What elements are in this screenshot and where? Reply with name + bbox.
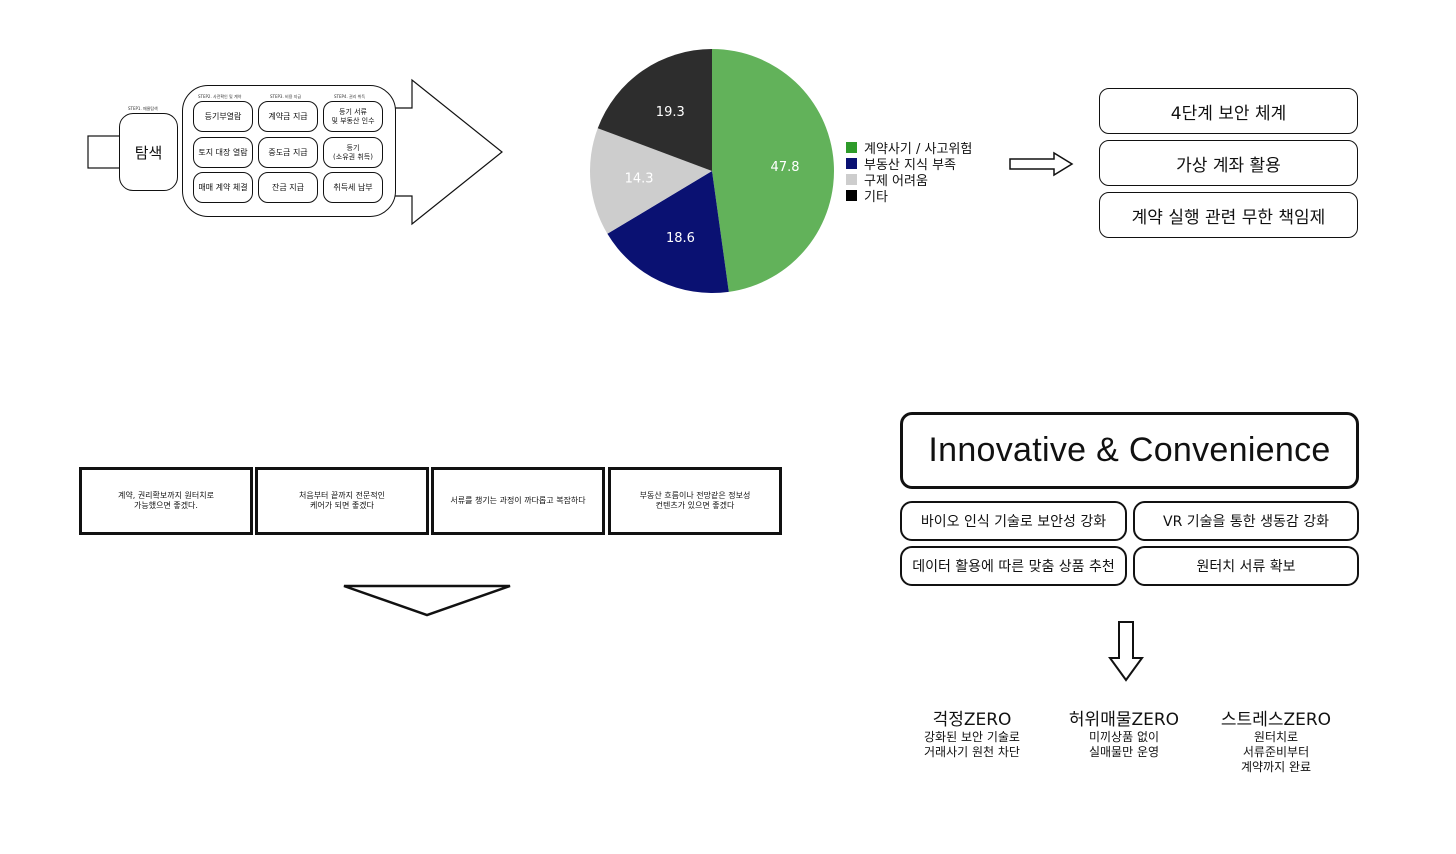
step-cell-deposit: 계약금 지급 xyxy=(258,101,318,132)
zero-line: 계약까지 완료 xyxy=(1240,760,1312,774)
search-label: 탐색 xyxy=(134,143,163,162)
pie-value-label: 47.8 xyxy=(771,160,800,175)
step-cell-registry: 등기부열람 xyxy=(193,101,253,132)
process-flow-shapes xyxy=(87,78,503,226)
zero-line: 서류준비부터 xyxy=(1242,745,1310,759)
legend-label: 부동산 지식 부족 xyxy=(864,157,956,173)
innovation-title: Innovative & Convenience xyxy=(928,431,1331,469)
solution-liability: 계약 실행 관련 무한 책임제 xyxy=(1099,192,1358,238)
feature-bio: 바이오 인식 기술로 보안성 강화 xyxy=(900,501,1127,541)
zero-line: 거래사기 원천 차단 xyxy=(924,745,1020,759)
step-cell-contract: 매매 계약 체결 xyxy=(193,172,253,203)
zero-line: 강화된 보안 기술로 xyxy=(924,730,1020,744)
need-expert-care: 처음부터 끝까지 전문적인 케어가 되면 좋겠다 xyxy=(255,467,429,535)
legend-item: 부동산 지식 부족 xyxy=(846,155,972,173)
pie-slice xyxy=(597,49,712,171)
pie-legend: 계약사기 / 사고위험 부동산 지식 부족 구제 어려움 기타 xyxy=(846,139,973,205)
zero-title: 걱정ZERO xyxy=(932,710,1012,730)
legend-swatch xyxy=(846,141,857,153)
zero-title: 허위매물ZERO xyxy=(1068,710,1180,730)
step-cell-handover: 등기 서류 및 부동산 인수 xyxy=(323,101,383,132)
down-arrow-icon xyxy=(1108,621,1144,682)
feature-vr: VR 기술을 통한 생동감 강화 xyxy=(1133,501,1359,541)
step-cell-tax: 취득세 납부 xyxy=(323,172,383,203)
feature-one-touch: 원터치 서류 확보 xyxy=(1133,546,1359,586)
zero-stress: 스트레스ZERO 원터치로 서류준비부터 계약까지 완료 xyxy=(1206,705,1346,775)
need-documents: 서류를 챙기는 과정이 까다롭고 복잡하다 xyxy=(431,467,605,535)
need-one-touch: 계약, 권리확보까지 원터치로 가능했으면 좋겠다. xyxy=(79,467,253,535)
step-cell-interim: 중도금 지급 xyxy=(258,137,318,168)
legend-swatch xyxy=(846,189,857,201)
pie-chart: 47.8 18.6 14.3 19.3 xyxy=(590,49,834,293)
pie-value-label: 18.6 xyxy=(666,231,695,246)
zero-line: 실매물만 운영 xyxy=(1088,745,1160,759)
pie-slice xyxy=(590,128,712,234)
step1-label: STEP1. 매물탐색 xyxy=(128,106,158,111)
innovation-title-box: Innovative & Convenience xyxy=(900,412,1359,489)
down-triangle-icon xyxy=(343,584,511,617)
legend-item: 계약사기 / 사고위험 xyxy=(846,139,973,157)
legend-label: 구제 어려움 xyxy=(864,173,928,189)
zero-title: 스트레스ZERO xyxy=(1220,710,1332,730)
zero-line: 미끼상품 없이 xyxy=(1088,730,1160,744)
solution-virtual-account: 가상 계좌 활용 xyxy=(1099,140,1358,186)
feature-recommend: 데이터 활용에 따른 맞춤 상품 추천 xyxy=(900,546,1127,586)
step4-label: STEP4. 권리 취득 xyxy=(334,94,366,99)
need-info-content: 부동산 흐름이나 전망같은 정보성 컨텐츠가 있으면 좋겠다 xyxy=(608,467,782,535)
step-cell-land-ledger: 토지 대장 열람 xyxy=(193,137,253,168)
pie-value-label: 14.3 xyxy=(625,172,654,187)
solution-security: 4단계 보안 체계 xyxy=(1099,88,1358,134)
pie-slice xyxy=(712,49,834,292)
step2-label: STEP2. 사전확인 및 계약 xyxy=(198,94,242,99)
legend-item: 기타 xyxy=(846,187,972,205)
step-cell-ownership: 등기 (소유권 취득) xyxy=(323,137,383,168)
legend-label: 기타 xyxy=(864,189,888,205)
zero-line: 원터치로 xyxy=(1253,730,1299,744)
legend-label: 계약사기 / 사고위험 xyxy=(864,141,973,157)
legend-swatch xyxy=(846,173,857,185)
right-arrow-icon xyxy=(1009,151,1074,177)
legend-swatch xyxy=(846,157,857,169)
legend-item: 구제 어려움 xyxy=(846,171,972,189)
pie-slice xyxy=(607,171,729,293)
search-node: 탐색 xyxy=(119,113,178,191)
step3-label: STEP3. 비용 지급 xyxy=(270,94,302,99)
zero-fake-listing: 허위매물ZERO 미끼상품 없이 실매물만 운영 xyxy=(1054,705,1194,760)
zero-worry: 걱정ZERO 강화된 보안 기술로 거래사기 원천 차단 xyxy=(902,705,1042,760)
pie-value-label: 19.3 xyxy=(656,105,685,120)
step-cell-balance: 잔금 지급 xyxy=(258,172,318,203)
